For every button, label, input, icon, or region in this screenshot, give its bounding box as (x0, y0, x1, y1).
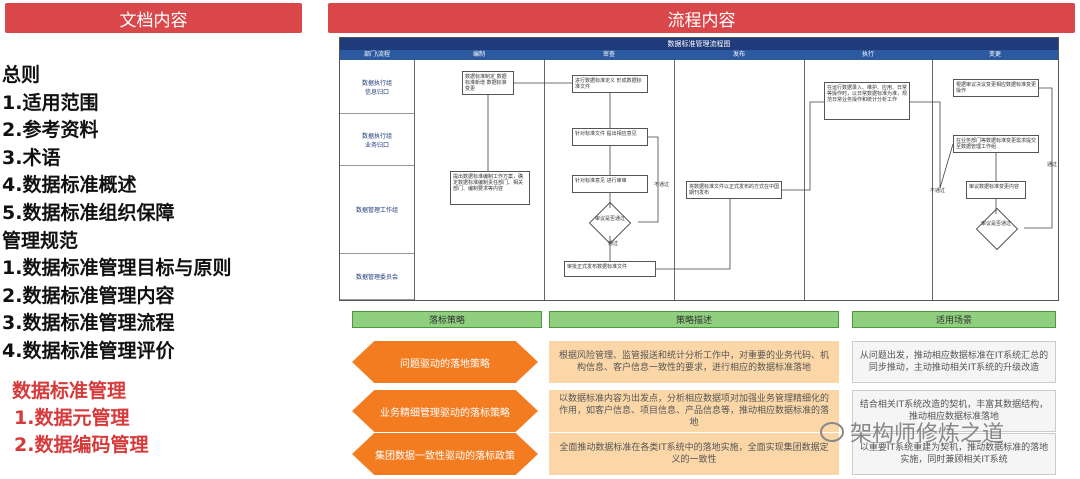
flow-box-publish: 将数据标准文件以正式发布的方式在中国期刊发布 (686, 181, 782, 199)
flow-col-header: 编制 (414, 50, 544, 60)
watermark: 架构师修炼之道 (820, 416, 1004, 448)
strategy-scene: 结合相关IT系统改造的契机，丰富其数据结构，推动相应数据标准落地 (852, 390, 1056, 432)
col-divider (804, 60, 805, 300)
toc-item: 总则 (2, 64, 41, 86)
toc-item: 1.适用范围 (2, 91, 99, 114)
flow-label-fail: 不通过 (654, 182, 670, 188)
flow-col-header: 审查 (544, 50, 674, 60)
flow-label-pass2: 通过 (1047, 162, 1058, 168)
flowchart: 数据标准管理流程图 部门\流程编制审查发布执行变更 数据执行组 信息归口数据执行… (339, 37, 1059, 301)
toc-item: 4.数据标准管理评价 (2, 340, 175, 362)
flow-row-label: 数据执行组 业务归口 (340, 114, 414, 166)
flow-box-change-review: 审议数据标准变更内容 (966, 181, 1026, 199)
strategy-header: 落标策略 (352, 311, 542, 328)
flow-box-execute: 在运行数据录入、维护、应用、日常等操作时，以日常数据标准为准，规范日常业务操作和… (824, 82, 910, 120)
header-process: 流程内容 (328, 3, 1075, 33)
flow-decision-change-label: 审议是否通过 (980, 221, 1011, 227)
flow-box-change-op: 根据审议决议变更相应数据标准变更操作 (953, 79, 1039, 97)
flow-col-header: 部门\流程 (340, 50, 414, 60)
flow-box-review: 针对标准意见 进行审审 (572, 175, 648, 193)
toc-item: 3.数据标准管理流程 (2, 312, 175, 335)
toc-item: 3.术语 (2, 146, 61, 169)
col-divider (674, 60, 675, 300)
flow-box-publish-official: 审批正式发布数据标准文件 (564, 261, 656, 277)
toc-item: 管理规范 (2, 229, 79, 252)
flowchart-title: 数据标准管理流程图 (340, 38, 1058, 50)
toc-item: 1.数据标准管理目标与原则 (2, 257, 232, 280)
strategy-header: 策略描述 (549, 311, 839, 328)
strategy-name: 业务精细管理驱动的落标策略 (352, 390, 538, 432)
strategy-scene: 以重要IT系统重建为契机，推动数据标准的落地实施，同时兼顾相关IT系统 (852, 433, 1056, 475)
flow-box-change-request: 在业务部门等数据标准变更需求提交至数据管理工作组 (953, 135, 1039, 153)
strategy-desc: 根据风险管理、监管报送和统计分析工作中，对重要的业务代码、机构信息、客户信息一致… (549, 341, 839, 383)
flow-box-standard-def: 进行数据标准定义 形成数据标准文件 (572, 75, 648, 93)
header-document-label: 文档内容 (119, 10, 188, 31)
toc-item: 2.数据标准管理内容 (2, 284, 175, 307)
flow-box-define: 数据标准制定 数据标准新增 数据标准变更 (462, 71, 514, 95)
strategy-name: 集团数据一致性驱动的落标政策 (352, 433, 538, 475)
flow-label-pass: 通过 (608, 241, 619, 247)
flow-box-opinion: 针对标准文件 提出相应意见 (572, 128, 648, 146)
flow-col-header: 执行 (804, 50, 932, 60)
toc-item-highlight: 1.数据元管理 (14, 407, 130, 429)
toc-item: 4.数据标准概述 (2, 174, 137, 197)
strategy-name: 问题驱动的落地策略 (352, 341, 538, 383)
col-divider (414, 60, 415, 300)
toc-item-highlight: 数据标准管理 (12, 380, 127, 402)
flow-row-label: 数据执行组 信息归口 (340, 60, 414, 114)
col-divider (932, 60, 933, 300)
strategy-header: 适用场景 (852, 311, 1056, 328)
strategy-scene: 从问题出发，推动相应数据标准在IT系统汇总的同步推动，主动推动相关IT系统的升级… (852, 341, 1056, 383)
flow-col-header: 发布 (674, 50, 804, 60)
toc-item: 2.参考资料 (2, 119, 99, 142)
flow-box-plan: 提出数据标准编制工作方案，确定数据标准编制责任部门、相关部门、编制要求等内容 (450, 171, 530, 205)
strategy-desc: 全面推动数据标准在各类IT系统中的落地实施，全面实现集团数据定义的一致性 (549, 433, 839, 475)
flow-col-header: 变更 (932, 50, 1058, 60)
toc-item-highlight: 2.数据编码管理 (14, 434, 149, 456)
col-divider (544, 60, 545, 300)
flow-decision-label: 审议是否通过 (594, 216, 625, 222)
flow-row-label: 数据管理工作组 (340, 166, 414, 254)
flow-connectors (487, 82, 1053, 270)
header-process-label: 流程内容 (667, 10, 736, 31)
flow-row-label: 数据管理委员会 (340, 254, 414, 300)
flow-label-fail2: 不通过 (930, 188, 946, 194)
strategy-desc: 以数据标准内容为出发点，分析相应数据项对加强业务管理精细化的作用，如客户信息、项… (549, 390, 839, 432)
watermark-text: 架构师修炼之道 (850, 422, 1005, 447)
header-document: 文档内容 (5, 3, 302, 33)
wechat-icon (820, 422, 844, 442)
toc-item: 5.数据标准组织保障 (2, 202, 175, 224)
